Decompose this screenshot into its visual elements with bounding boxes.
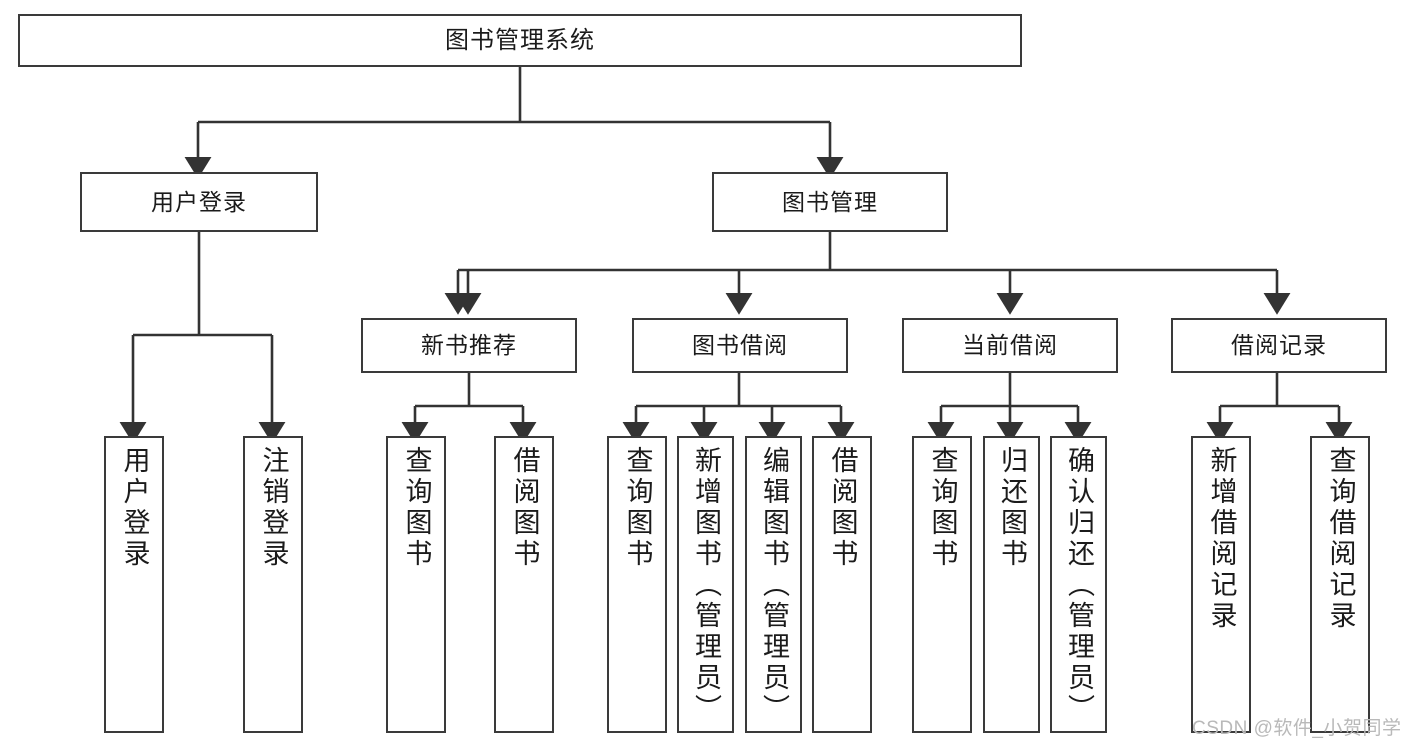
leaf-logout[interactable]: 注销登录 <box>243 436 303 733</box>
leaf-query-books-recommend[interactable]: 查询图书 <box>386 436 446 733</box>
node-label: 图书管理 <box>782 188 878 215</box>
node-label: 新增借阅记录 <box>1206 446 1237 632</box>
node-label: 查询图书 <box>622 446 653 570</box>
node-label: 借阅记录 <box>1231 332 1327 359</box>
node-label: 用户登录 <box>151 188 247 215</box>
node-label: 当前借阅 <box>962 332 1058 359</box>
node-label: 新增图书（管理员） <box>691 446 721 725</box>
csdn-watermark: CSDN @软件_小贺同学 <box>1192 718 1402 739</box>
leaf-user-login[interactable]: 用户登录 <box>104 436 164 733</box>
leaf-borrow-books-recommend[interactable]: 借阅图书 <box>494 436 554 733</box>
node-label: 查询图书 <box>927 446 958 570</box>
node-label: 确认归还（管理员） <box>1064 446 1094 725</box>
leaf-confirm-return-admin[interactable]: 确认归还（管理员） <box>1050 436 1107 733</box>
node-label: 新书推荐 <box>421 332 517 359</box>
node-label: 查询图书 <box>401 446 432 570</box>
leaf-query-books-current[interactable]: 查询图书 <box>912 436 972 733</box>
node-user-login[interactable]: 用户登录 <box>80 172 318 232</box>
leaf-borrow-books[interactable]: 借阅图书 <box>812 436 872 733</box>
node-label: 图书管理系统 <box>445 26 595 54</box>
node-new-book-recommend[interactable]: 新书推荐 <box>361 318 577 373</box>
leaf-edit-book-admin[interactable]: 编辑图书（管理员） <box>745 436 802 733</box>
leaf-return-books[interactable]: 归还图书 <box>983 436 1040 733</box>
node-current-borrow[interactable]: 当前借阅 <box>902 318 1118 373</box>
node-root-system[interactable]: 图书管理系统 <box>18 14 1022 67</box>
leaf-query-borrow-record[interactable]: 查询借阅记录 <box>1310 436 1370 733</box>
leaf-query-books-borrow[interactable]: 查询图书 <box>607 436 667 733</box>
leaf-add-borrow-record[interactable]: 新增借阅记录 <box>1191 436 1251 733</box>
node-label: 借阅图书 <box>509 446 540 570</box>
node-label: 编辑图书（管理员） <box>759 446 789 725</box>
node-book-management[interactable]: 图书管理 <box>712 172 948 232</box>
leaf-add-book-admin[interactable]: 新增图书（管理员） <box>677 436 734 733</box>
node-label: 图书借阅 <box>692 332 788 359</box>
node-borrow-records[interactable]: 借阅记录 <box>1171 318 1387 373</box>
node-label: 归还图书 <box>997 446 1027 570</box>
node-label: 注销登录 <box>258 446 289 570</box>
node-label: 查询借阅记录 <box>1325 446 1356 632</box>
node-label: 用户登录 <box>119 446 150 570</box>
node-label: 借阅图书 <box>827 446 858 570</box>
node-book-borrow[interactable]: 图书借阅 <box>632 318 848 373</box>
